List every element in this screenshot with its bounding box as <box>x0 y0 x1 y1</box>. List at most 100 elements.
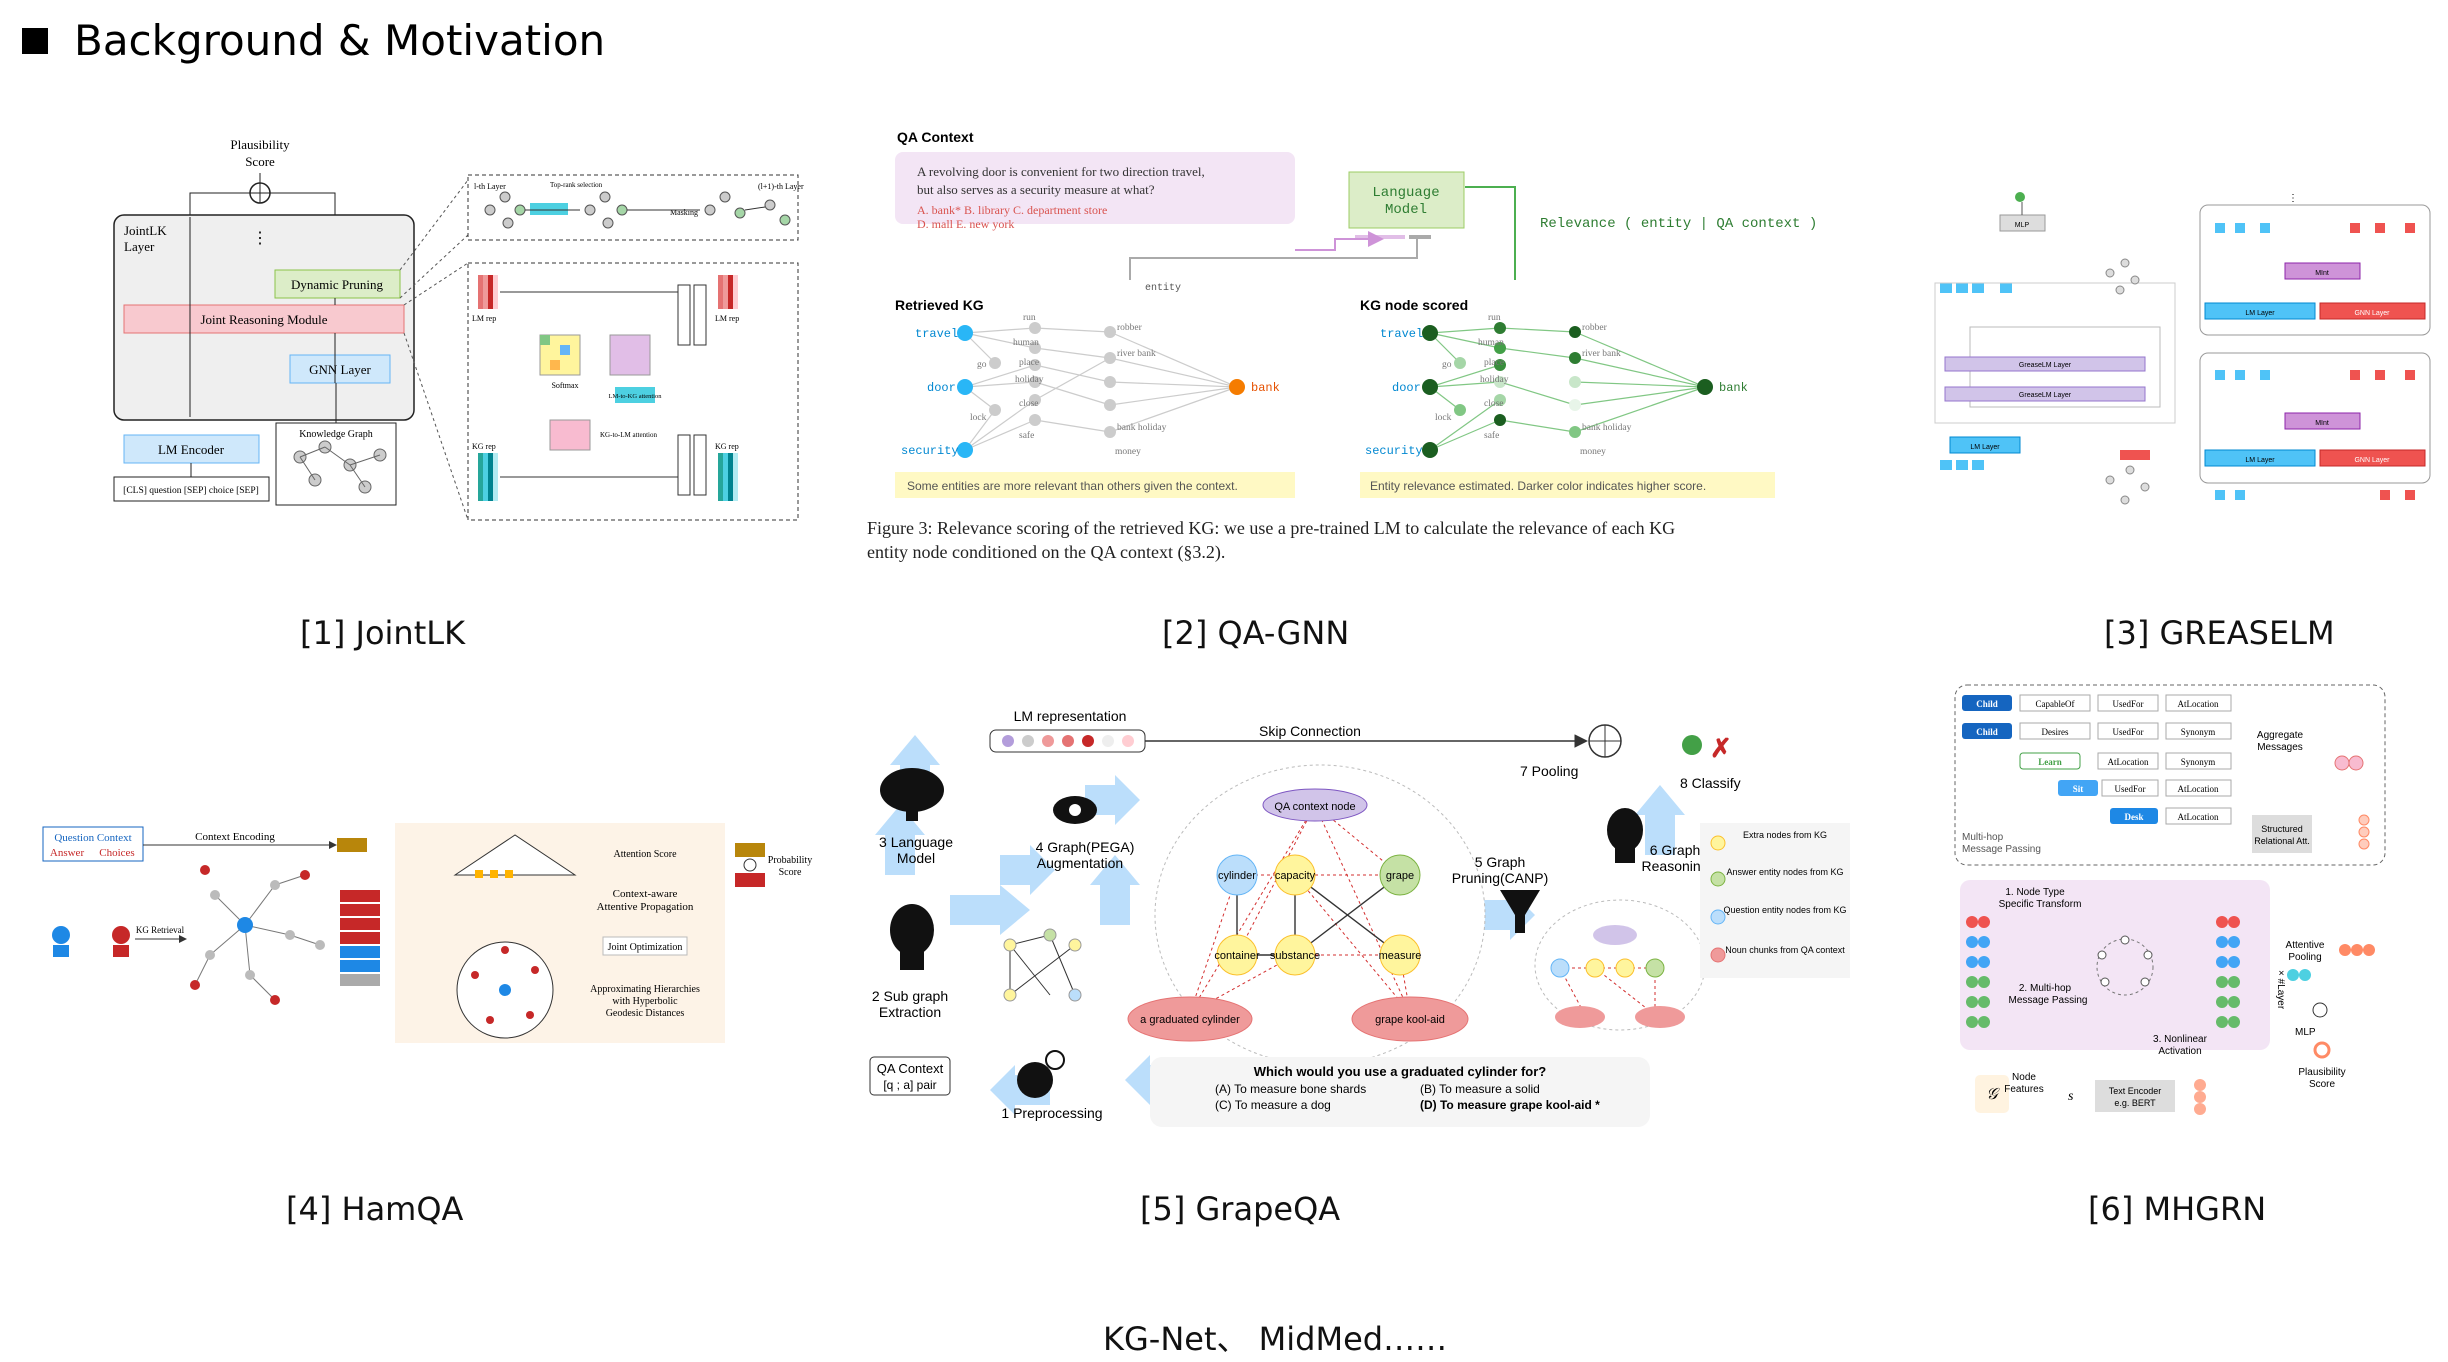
augmentation-eye-icon <box>1053 796 1097 824</box>
svg-text:Desk: Desk <box>2124 812 2143 822</box>
mint-block <box>2284 262 2361 280</box>
kg-node-scored-label: KG node scored <box>1360 297 1468 313</box>
hamqa-diagram: Question Context Answer Choices Context … <box>42 823 812 1043</box>
svg-text:Top-rank selection: Top-rank selection <box>550 181 603 189</box>
svg-text:Features: Features <box>2004 1084 2043 1095</box>
greaselm-diagram: MLP GreaseLM Layer GreaseLM Layer LM Lay… <box>1934 192 2431 505</box>
svg-text:3. Nonlinear: 3. Nonlinear <box>2153 1034 2208 1045</box>
svg-text:Entity relevance estimated. Da: Entity relevance estimated. Darker color… <box>1370 479 1706 493</box>
svg-text:Specific Transform: Specific Transform <box>1999 899 2082 910</box>
concat-block <box>677 284 691 346</box>
svg-text:measure: measure <box>1379 950 1422 962</box>
dynamic-pruning-block <box>274 269 401 299</box>
svg-text:1 Preprocessing: 1 Preprocessing <box>1001 1105 1102 1121</box>
svg-text:LM Layer: LM Layer <box>2245 310 2275 317</box>
grape-kool-aid-node <box>1351 996 1469 1042</box>
svg-text:Structured: Structured <box>2261 824 2303 834</box>
question-context-box <box>42 826 144 862</box>
svg-text:Plausibility: Plausibility <box>2298 1067 2345 1078</box>
grapeqa-diagram: LM representation Skip Connection 7 Pool… <box>869 708 1850 1127</box>
svg-text:5 Graph: 5 Graph <box>1475 854 1526 870</box>
svg-text:entity: entity <box>1145 282 1181 294</box>
svg-text:(B) To measure a solid: (B) To measure a solid <box>1420 1082 1540 1096</box>
svg-text:Message Passing: Message Passing <box>1962 844 2041 855</box>
svg-text:Geodesic Distances: Geodesic Distances <box>606 1008 685 1019</box>
svg-text:holiday: holiday <box>1015 375 1044 385</box>
jointlk-input-box <box>113 476 270 502</box>
svg-text:Question entity nodes from KG: Question entity nodes from KG <box>1723 905 1846 915</box>
svg-text:safe: safe <box>1019 430 1034 441</box>
footer-note: KG-Net、 MidMed…… <box>1103 1320 1448 1358</box>
reasoning-head-icon <box>1607 808 1643 863</box>
funnel-icon <box>1500 890 1540 933</box>
joint-reasoning-module-block <box>123 304 405 334</box>
svg-text:Knowledge Graph: Knowledge Graph <box>299 429 373 440</box>
svg-text:money: money <box>1115 447 1141 457</box>
svg-text:Context-aware: Context-aware <box>613 888 678 900</box>
caption-qagnn: [2] QA-GNN <box>1162 614 1350 652</box>
svg-text:close: close <box>1019 399 1039 409</box>
multi-hop-box <box>1954 684 2386 866</box>
measure-node <box>1379 934 1421 976</box>
svg-text:8 Classify: 8 Classify <box>1680 775 1741 791</box>
svg-text:Answer: Answer <box>50 847 85 859</box>
svg-text:Child: Child <box>1976 699 1998 709</box>
svg-text:LM Layer: LM Layer <box>2245 457 2275 464</box>
svg-text:door: door <box>1392 381 1421 395</box>
svg-text:substance: substance <box>1270 950 1320 962</box>
svg-text:bank: bank <box>1719 381 1748 395</box>
scored-kg-edges <box>1429 327 1706 451</box>
answer-line-1: A. bank* B. library C. department store <box>917 203 1107 217</box>
svg-text:bank holiday: bank holiday <box>1117 423 1167 433</box>
qagnn-diagram: QA Context A revolving door is convenien… <box>867 129 1817 563</box>
svg-text:Noun chunks from QA context: Noun chunks from QA context <box>1725 945 1845 955</box>
lm-representation-label: LM representation <box>1014 708 1127 724</box>
svg-text:Joint Reasoning Module: Joint Reasoning Module <box>200 312 327 327</box>
svg-text:money: money <box>1580 447 1606 457</box>
layer-box <box>1960 880 2270 1050</box>
greaselm-right-stack: ⋮ MInt MInt LM Layer GNN Layer LM Layer … <box>2199 193 2431 500</box>
svg-text:KG-to-LM attention: KG-to-LM attention <box>600 431 657 439</box>
retrieved-kg-note <box>895 472 1295 498</box>
structured-att-block <box>2252 815 2312 853</box>
svg-text:Attention Score: Attention Score <box>613 849 677 860</box>
retrieved-kg-edges <box>964 327 1238 451</box>
travel-node <box>957 325 973 341</box>
capacity-node <box>1274 854 1316 896</box>
svg-text:Augmentation: Augmentation <box>1037 855 1123 871</box>
grapeqa-legend <box>1700 823 1850 978</box>
svg-text:[q ; a] pair: [q ; a] pair <box>883 1078 936 1092</box>
svg-text:6 Graph: 6 Graph <box>1650 842 1701 858</box>
attention-matrix <box>539 334 651 451</box>
svg-text:Attentive: Attentive <box>2286 940 2325 951</box>
caption-hamqa: [4] HamQA <box>286 1190 464 1228</box>
svg-text:MInt: MInt <box>2315 420 2329 427</box>
svg-text:e.g. BERT: e.g. BERT <box>2114 1098 2156 1108</box>
svg-text:LM rep: LM rep <box>472 314 496 323</box>
linear-block <box>693 284 707 346</box>
svg-text:(A) To measure bone shards: (A) To measure bone shards <box>1215 1082 1366 1096</box>
slide-heading: Background & Motivation <box>22 16 605 65</box>
svg-text:UsedFor: UsedFor <box>2113 727 2144 737</box>
svg-text:2 Sub graph: 2 Sub graph <box>872 988 948 1004</box>
language-model-box <box>1348 171 1465 229</box>
svg-text:grape: grape <box>1386 870 1414 882</box>
svg-text:place: place <box>1019 358 1039 368</box>
cross-icon: ✗ <box>1710 733 1732 763</box>
svg-text:Answer entity nodes from KG: Answer entity nodes from KG <box>1726 867 1843 877</box>
svg-text:Sit: Sit <box>2073 784 2084 794</box>
svg-text:grape kool-aid: grape kool-aid <box>1375 1014 1445 1026</box>
svg-text:⋮: ⋮ <box>252 230 268 247</box>
security-node <box>957 442 973 458</box>
svg-text:7 Pooling: 7 Pooling <box>1520 763 1578 779</box>
svg-text:container: container <box>1214 950 1260 962</box>
greaselm-left-stack: GreaseLM Layer GreaseLM Layer LM Layer <box>1934 258 2176 505</box>
lm-to-kg-highlight <box>530 203 568 215</box>
svg-text:(C) To measure a dog: (C) To measure a dog <box>1215 1098 1331 1112</box>
svg-text:Score: Score <box>2309 1079 2336 1090</box>
svg-text:Pooling: Pooling <box>2288 952 2321 963</box>
knowledge-graph-box <box>275 422 397 506</box>
svg-text:lock: lock <box>970 413 987 423</box>
svg-text:QA Context: QA Context <box>877 1061 944 1076</box>
svg-text:run: run <box>1488 313 1501 323</box>
